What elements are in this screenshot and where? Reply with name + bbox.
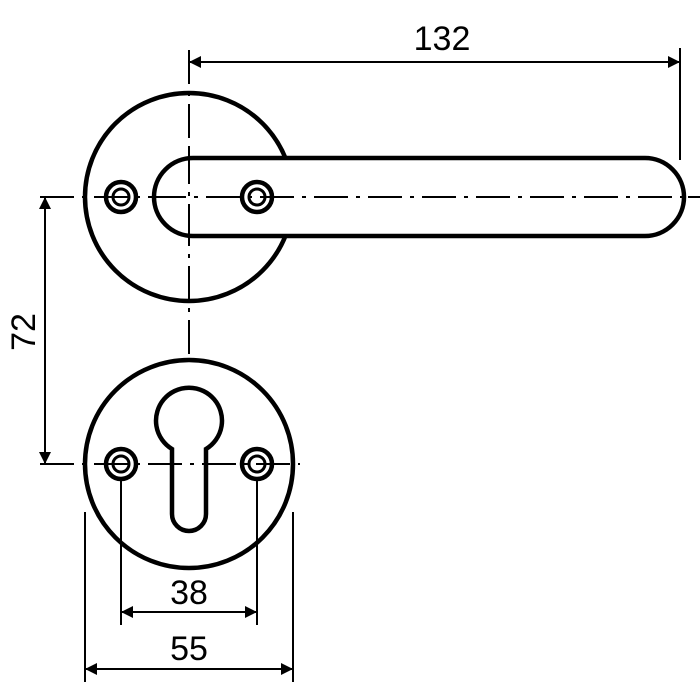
dim-72-label: 72: [5, 313, 43, 351]
lower-left-screw: [103, 446, 139, 482]
lever-handle: [151, 155, 687, 239]
dim-38-label: 38: [170, 574, 208, 612]
upper-right-screw: [239, 179, 275, 215]
lower-right-screw: [239, 446, 275, 482]
dim-132-label: 132: [414, 20, 471, 58]
keyhole: [153, 385, 225, 534]
dim-55-label: 55: [170, 630, 208, 668]
upper-left-screw: [103, 179, 139, 215]
